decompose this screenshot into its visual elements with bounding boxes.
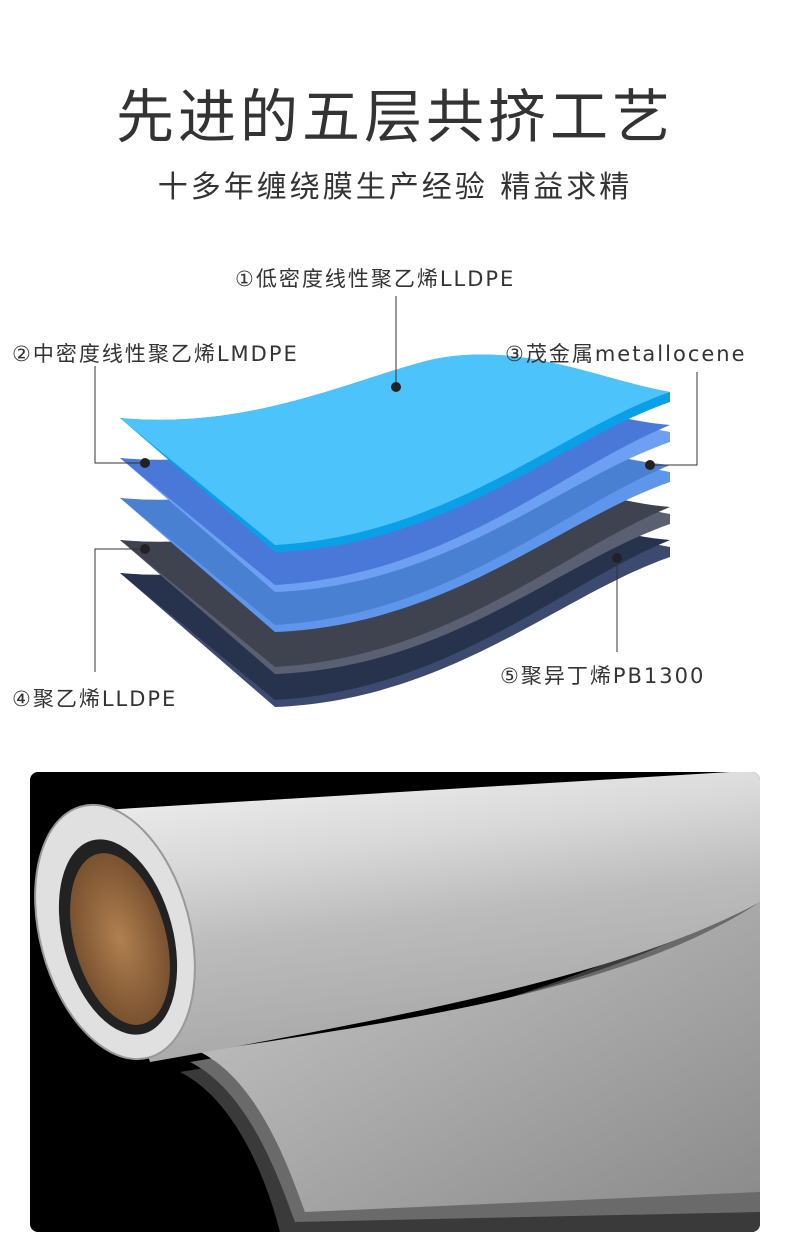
layer-label-2: ②中密度线性聚乙烯LMDPE bbox=[12, 342, 299, 366]
layer-diagram bbox=[94, 296, 698, 707]
layer-label-3: ③茂金属metallocene bbox=[505, 342, 747, 366]
layer-label-5: ⑤聚异丁烯PB1300 bbox=[500, 664, 706, 688]
layer-1 bbox=[120, 354, 670, 552]
layer-label-4: ④聚乙烯LLDPE bbox=[12, 687, 178, 711]
layer-label-1: ①低密度线性聚乙烯LLDPE bbox=[235, 267, 516, 291]
stretch-film-roll-photo bbox=[30, 772, 760, 1232]
page-title: 先进的五层共挤工艺 bbox=[115, 83, 674, 151]
page-subtitle: 十多年缠绕膜生产经验 精益求精 bbox=[157, 170, 633, 205]
leader-lines bbox=[94, 296, 698, 672]
leader-dots bbox=[140, 382, 655, 563]
